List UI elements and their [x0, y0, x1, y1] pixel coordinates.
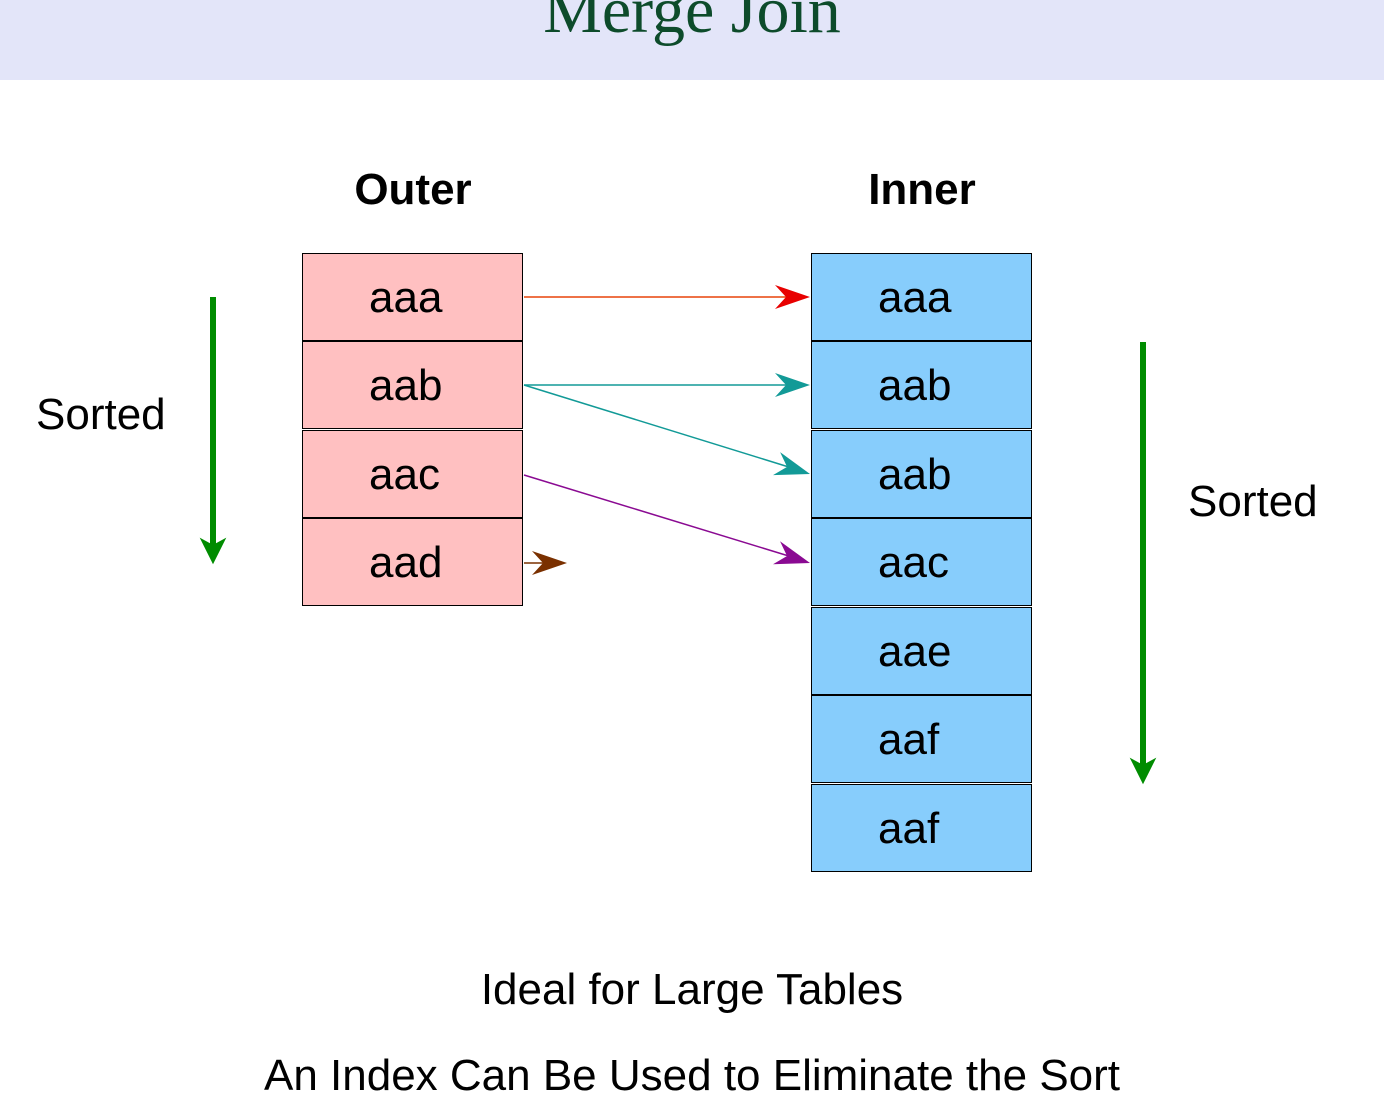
match-arrow-aaa: [524, 285, 810, 309]
outer-row: aaa: [302, 253, 523, 341]
no-match-arrow-aad: [524, 551, 567, 575]
inner-row-value: aac: [878, 538, 949, 587]
inner-row-value: aab: [878, 361, 952, 410]
inner-row-value: aaf: [878, 804, 940, 853]
page-title: Merge Join: [543, 0, 841, 47]
inner-row-value: aaf: [878, 715, 940, 764]
right-sorted-label: Sorted: [1188, 477, 1318, 526]
outer-row: aab: [302, 341, 523, 429]
inner-row-value: aae: [878, 627, 952, 676]
footer-line-1: Ideal for Large Tables: [480, 965, 904, 1014]
inner-row: aaf: [811, 695, 1032, 783]
outer-row: aac: [302, 430, 523, 518]
inner-row-value: aaa: [878, 273, 952, 322]
inner-row: aab: [811, 430, 1032, 518]
inner-row: aae: [811, 607, 1032, 695]
inner-row: aab: [811, 341, 1032, 429]
inner-row: aac: [811, 518, 1032, 606]
inner-row-value: aab: [878, 450, 952, 499]
match-arrow-aab-1: [524, 373, 810, 397]
match-arrow-aac: [523, 474, 810, 565]
outer-row-value: aac: [369, 450, 440, 499]
outer-row-value: aad: [369, 538, 443, 587]
inner-row: aaa: [811, 253, 1032, 341]
outer-heading: Outer: [354, 165, 472, 214]
inner-heading: Inner: [868, 165, 976, 214]
right-sorted-arrow: [1129, 342, 1157, 785]
footer-line-2: An Index Can Be Used to Eliminate the So…: [263, 1051, 1121, 1100]
outer-row-value: aab: [369, 361, 443, 410]
match-arrow-aab-2: [523, 384, 810, 476]
outer-row: aad: [302, 518, 523, 606]
left-sorted-arrow: [199, 297, 227, 565]
title-band: Merge Join: [0, 0, 1384, 80]
inner-row: aaf: [811, 784, 1032, 872]
left-sorted-label: Sorted: [36, 390, 166, 439]
outer-row-value: aaa: [369, 273, 443, 322]
